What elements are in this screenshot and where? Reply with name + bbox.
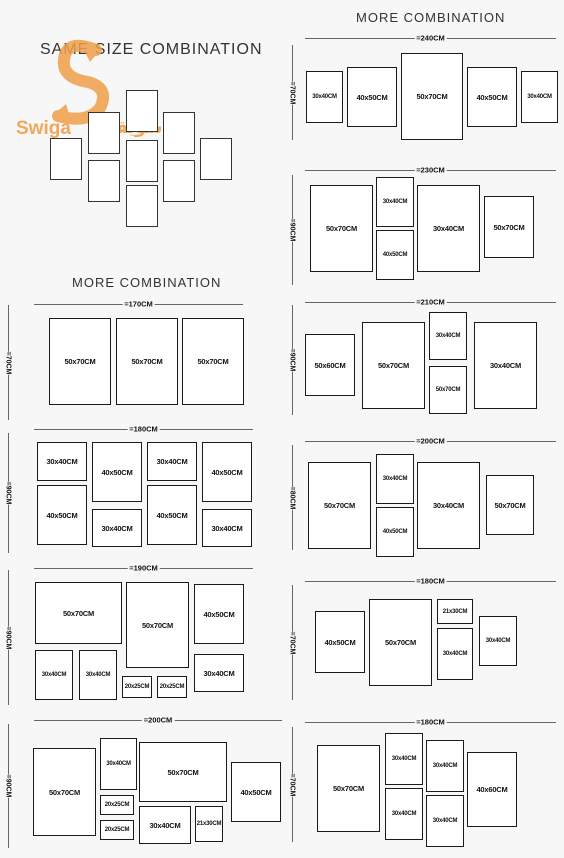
height-dimension-label: =70CM <box>288 81 296 104</box>
width-dimension-label: =200CM <box>141 715 175 725</box>
same-size-frame <box>200 138 232 180</box>
same-size-frame <box>126 140 158 182</box>
frame-20x25cm: 20x25CM <box>122 676 152 698</box>
frame-20x25cm: 20x25CM <box>100 820 134 840</box>
frame-40x50cm: 40x50CM <box>467 67 517 127</box>
frame-30x40cm: 30x40CM <box>306 71 343 123</box>
frame-30x40cm: 30x40CM <box>37 442 87 481</box>
height-dimension-label: =70CM <box>4 351 12 374</box>
frame-40x50cm: 40x50CM <box>194 584 244 644</box>
frame-50x70cm: 50x70CM <box>116 318 178 405</box>
frame-30x40cm: 30x40CM <box>474 322 537 409</box>
width-dimension-label: =170CM <box>122 299 155 309</box>
frame-50x70cm: 50x70CM <box>362 322 425 409</box>
frame-40x50cm: 40x50CM <box>37 485 87 545</box>
height-dimension-label: =90CM <box>4 774 12 798</box>
frame-30x40cm: 30x40CM <box>79 650 117 700</box>
frame-30x40cm: 30x40CM <box>385 788 423 840</box>
frame-30x40cm: 30x40CM <box>376 454 414 504</box>
frame-40x60cm: 40x60CM <box>467 752 517 827</box>
frame-40x50cm: 40x50CM <box>376 507 414 557</box>
frame-50x70cm: 50x70CM <box>308 462 371 549</box>
frame-30x40cm: 30x40CM <box>417 462 480 549</box>
frame-30x40cm: 30x40CM <box>100 738 137 790</box>
frame-30x40cm: 30x40CM <box>521 71 558 123</box>
width-dimension-label: =180CM <box>414 717 447 727</box>
frame-30x40cm: 30x40CM <box>426 740 464 792</box>
frame-30x40cm: 30x40CM <box>194 654 244 692</box>
height-dimension-label: =90CM <box>4 626 12 649</box>
frame-30x40cm: 30x40CM <box>385 733 423 785</box>
frame-50x70cm: 50x70CM <box>49 318 111 405</box>
more-combination-right-title: MORE COMBINATION <box>356 10 506 25</box>
frame-50x70cm: 50x70CM <box>429 366 467 414</box>
frame-21x30cm: 21x30CM <box>195 806 223 842</box>
width-dimension-label: =190CM <box>127 563 160 573</box>
frame-50x70cm: 50x70CM <box>484 196 534 258</box>
frame-30x40cm: 30x40CM <box>35 650 73 700</box>
frame-30x40cm: 30x40CM <box>92 509 142 547</box>
frame-40x50cm: 40x50CM <box>202 442 252 502</box>
frame-30x40cm: 30x40CM <box>202 509 252 547</box>
width-dimension-label: =240CM <box>414 33 447 43</box>
frame-40x50cm: 40x50CM <box>376 230 414 280</box>
frame-30x40cm: 30x40CM <box>479 616 517 666</box>
frame-50x70cm: 50x70CM <box>35 582 122 644</box>
width-dimension-label: =230CM <box>414 165 447 175</box>
frame-40x50cm: 40x50CM <box>147 485 197 545</box>
frame-40x50cm: 40x50CM <box>315 611 365 673</box>
frame-40x50cm: 40x50CM <box>92 442 142 502</box>
same-size-frame <box>126 90 158 132</box>
frame-20x25cm: 20x25CM <box>100 795 134 815</box>
frame-30x40cm: 30x40CM <box>429 312 467 360</box>
width-dimension-label: =180CM <box>414 576 447 586</box>
frame-30x40cm: 30x40CM <box>147 442 197 481</box>
frame-50x70cm: 50x70CM <box>139 742 227 802</box>
frame-50x70cm: 50x70CM <box>310 185 373 272</box>
same-size-frame <box>88 160 120 202</box>
frame-50x70cm: 50x70CM <box>33 748 96 836</box>
frame-30x40cm: 30x40CM <box>139 806 191 844</box>
frame-50x70cm: 50x70CM <box>182 318 244 405</box>
frame-20x25cm: 20x25CM <box>157 676 187 698</box>
logo-latin-text: Swiga <box>16 118 71 139</box>
width-dimension-label: =180CM <box>127 424 160 434</box>
same-size-frame <box>163 160 195 202</box>
same-size-frame <box>163 112 195 154</box>
frame-50x60cm: 50x60CM <box>305 334 355 396</box>
frame-50x70cm: 50x70CM <box>369 599 432 686</box>
width-dimension-label: =200CM <box>414 436 447 446</box>
same-size-frame <box>88 112 120 154</box>
same-size-frame <box>50 138 82 180</box>
height-dimension-label: =70CM <box>288 631 296 654</box>
frame-50x70cm: 50x70CM <box>317 745 380 832</box>
height-dimension-label: =90CM <box>4 481 12 505</box>
frame-30x40cm: 30x40CM <box>426 795 464 847</box>
more-combination-left-title: MORE COMBINATION <box>72 275 222 290</box>
frame-30x40cm: 30x40CM <box>376 177 414 227</box>
same-size-frame <box>126 185 158 227</box>
height-dimension-label: =80CM <box>288 486 296 509</box>
frame-30x40cm: 30x40CM <box>417 185 480 272</box>
frame-30x40cm: 30x40CM <box>437 628 473 680</box>
width-dimension-label: =210CM <box>414 297 447 307</box>
frame-50x70cm: 50x70CM <box>486 475 534 535</box>
frame-21x30cm: 21x30CM <box>437 599 473 624</box>
frame-40x50cm: 40x50CM <box>347 67 397 127</box>
height-dimension-label: =90CM <box>288 348 296 372</box>
frame-50x70cm: 50x70CM <box>126 582 189 668</box>
frame-40x50cm: 40x50CM <box>231 762 281 822</box>
height-dimension-label: =90CM <box>288 218 296 242</box>
frame-50x70cm: 50x70CM <box>401 53 463 140</box>
height-dimension-label: =70CM <box>288 773 296 796</box>
